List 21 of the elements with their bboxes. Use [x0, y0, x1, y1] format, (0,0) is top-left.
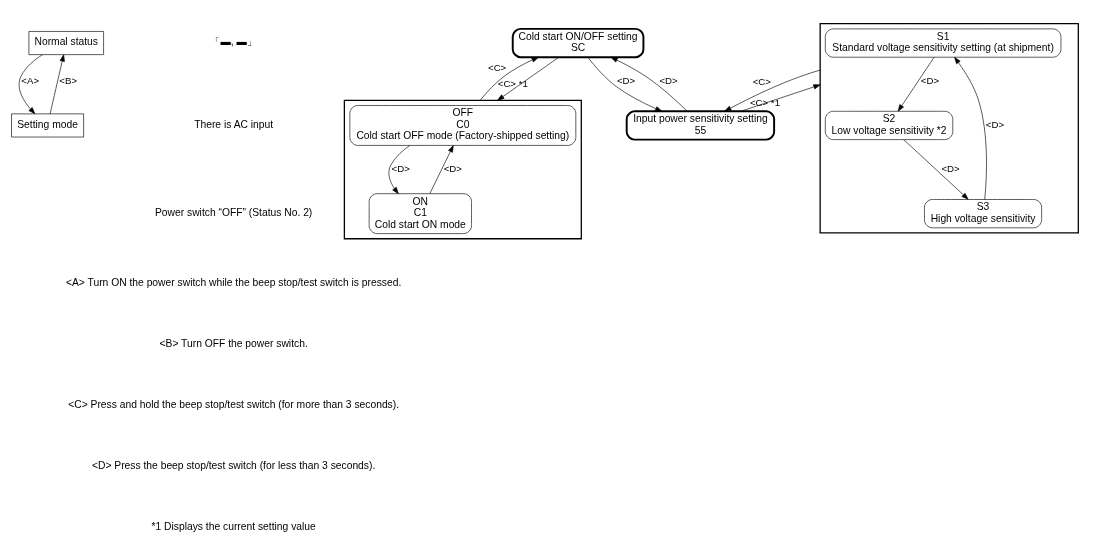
edge-label: <A>: [21, 74, 40, 86]
edge-label: <D>: [443, 162, 462, 174]
label: There is AC input: [194, 118, 274, 130]
edge-label: <D>: [391, 162, 410, 174]
label: <B> Turn OFF the power switch.: [159, 337, 308, 349]
edge-label: <C>: [752, 75, 771, 87]
edge-label: <D>: [920, 74, 940, 86]
edge-label: <D>: [659, 74, 678, 86]
edge-label: <C> *1: [497, 76, 528, 88]
edge-label: <C> *1: [749, 96, 780, 108]
label: Power switch “OFF” (Status No. 2): [154, 206, 313, 218]
edge-label: <C>: [488, 61, 507, 73]
label: <D> Press the beep stop/test switch (for less than 3 seconds).: [91, 459, 376, 471]
edge-label: <D>: [616, 74, 636, 86]
label: *1 Displays the current setting value: [151, 520, 316, 532]
edge-label: <B>: [59, 74, 78, 86]
edge-label: <D>: [985, 118, 1005, 130]
label: <A> Turn ON the power switch while the beep stop/test switch is pressed.: [65, 276, 402, 288]
label: <C> Press and hold the beep stop/test switch (for more than 3 seconds).: [68, 398, 400, 410]
edge-label: <D>: [941, 162, 960, 174]
label: 「▬, ▬」: [210, 35, 257, 47]
